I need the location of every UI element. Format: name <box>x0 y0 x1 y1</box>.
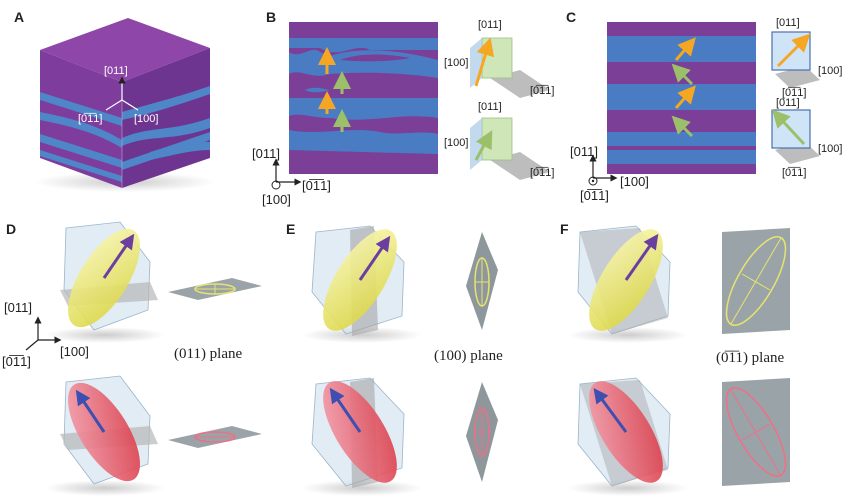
axes-c: [011] [100] [0̅1̅1] <box>570 144 649 203</box>
panel-label-d: D <box>6 221 16 237</box>
mini-c-bottom-down: [0̅1̅1] <box>782 167 806 179</box>
cube-left-stripe <box>40 134 122 168</box>
cube-right-stripe <box>150 141 210 160</box>
panel-label-a: A <box>14 9 24 25</box>
axes-b: [011] [0̅1̅1] [100] <box>252 146 331 207</box>
cube-axis-right: [100] <box>134 113 158 125</box>
cube-right-stripe <box>122 86 210 120</box>
plane-label-d: (011) plane <box>174 346 243 362</box>
plane-d-bottom <box>168 426 262 448</box>
cube-top-face <box>40 18 210 82</box>
panel-label-c: C <box>566 9 576 25</box>
mini-b-bottom-left: [100] <box>444 137 468 149</box>
axes-d: [011] [100] [0̅1̅1] <box>2 300 89 369</box>
mini-cube-b-top: [011] [100] [0̅1̅1] <box>444 19 554 98</box>
mini-cube-b-bottom: [011] [100] [0̅1̅1] <box>444 101 554 180</box>
mini-b-top-left: [100] <box>444 57 468 69</box>
cube-axis-up: [011] <box>104 65 128 77</box>
axis-c-up: [011] <box>570 144 598 159</box>
cube-right-stripe <box>122 118 210 146</box>
plane-d-top <box>168 278 262 300</box>
mini-c-top-up: [011] <box>776 17 800 29</box>
mini-c-bottom-up: [011] <box>776 97 800 109</box>
axis-d-out: [0̅1̅1] <box>2 354 31 369</box>
plane-label-e: (100) plane <box>434 348 503 364</box>
crystal-e-top <box>302 225 422 343</box>
plane-label-f: (0̅1̅1) plane <box>716 350 785 366</box>
plane-f-top <box>722 228 790 334</box>
axis-b-right: [0̅1̅1] <box>302 178 331 193</box>
mini-c-bottom-right: [100] <box>818 143 842 155</box>
mini-cube-c-top: [011] [100] [0̅1̅1] <box>771 17 842 99</box>
mini-b-bottom-up: [011] <box>478 101 502 113</box>
crystal-f-bottom <box>568 377 688 496</box>
cube-left-stripe <box>40 92 122 126</box>
mini-cube-c-bottom: [011] [100] [0̅1̅1] <box>771 97 842 179</box>
cube-axis-left: [0̅1̅1] <box>78 113 102 125</box>
mini-c-top-down: [0̅1̅1] <box>782 87 806 99</box>
mini-b-top-right: [0̅1̅1] <box>530 85 554 97</box>
cube-right-face <box>122 48 210 188</box>
crystal-d-top <box>45 221 165 343</box>
polarization-arrow <box>671 63 694 86</box>
plane-e-top <box>466 232 498 330</box>
panel-label-f: F <box>560 221 569 237</box>
panel-label-e: E <box>286 221 295 237</box>
crystal-e-bottom <box>302 377 422 496</box>
domain-map-c <box>607 22 756 174</box>
domain-cube: [011] [0̅1̅1] [100] <box>35 18 215 192</box>
crystal-f-top <box>568 225 688 343</box>
cube-axes: [011] [0̅1̅1] [100] <box>78 65 158 125</box>
plane-e-bottom <box>466 382 498 482</box>
axis-c-right: [100] <box>620 174 649 189</box>
crystal-d-bottom <box>45 375 165 496</box>
panel-label-b: B <box>266 9 276 25</box>
mini-b-bottom-right: [0̅1̅1] <box>530 167 554 179</box>
mini-c-top-right: [100] <box>818 65 842 77</box>
mini-b-top-up: [011] <box>478 19 502 31</box>
axis-b-up: [011] <box>252 146 280 161</box>
axis-c-out: [0̅1̅1] <box>580 188 609 203</box>
axis-d-right: [100] <box>60 344 89 359</box>
plane-f-bottom <box>722 378 790 486</box>
polarization-arrow <box>674 37 696 61</box>
axis-d-up: [011] <box>4 300 32 315</box>
cube-left-stripe <box>40 150 122 182</box>
domain-map-b <box>289 22 438 174</box>
cube-left-stripe <box>40 112 122 148</box>
polarization-arrow <box>674 85 696 109</box>
axis-b-out: [100] <box>262 192 291 207</box>
polarization-arrow <box>671 115 694 138</box>
